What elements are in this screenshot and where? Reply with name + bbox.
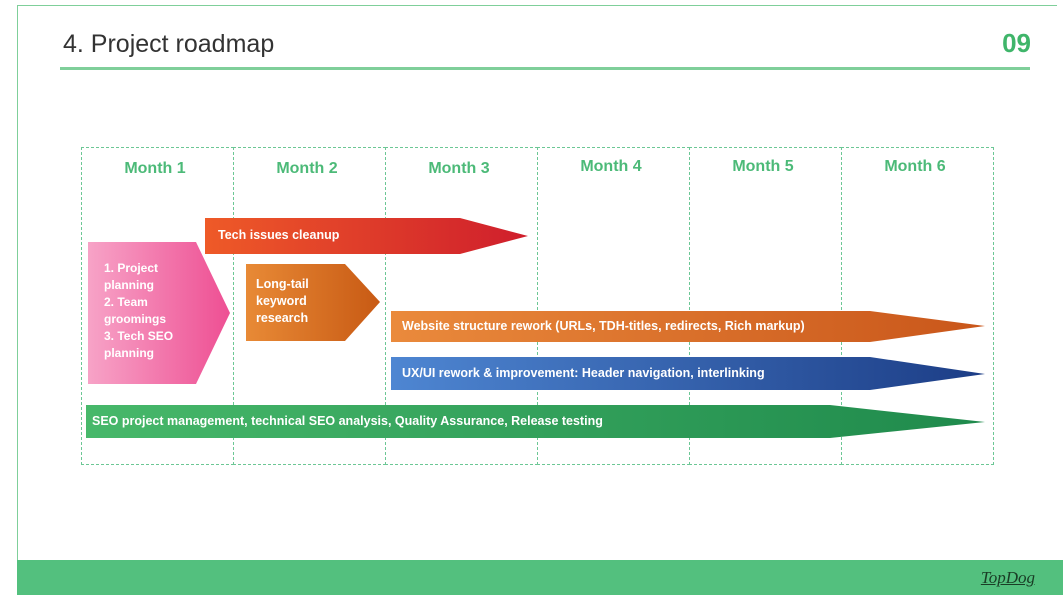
- keyword-arrow: [246, 264, 380, 341]
- tech-cleanup-arrow: [205, 218, 528, 254]
- ux-rework-label: UX/UI rework & improvement: Header navig…: [402, 366, 765, 380]
- month-column-6: [841, 147, 994, 465]
- planning-line-4: groomings: [104, 312, 166, 326]
- ux-rework-arrow: [391, 357, 985, 390]
- planning-line-1: 1. Project: [104, 261, 159, 275]
- slide-border-top: [17, 5, 1057, 6]
- planning-line-5: 3. Tech SEO: [104, 329, 174, 343]
- keyword-line-3: research: [256, 311, 309, 325]
- seo-management-arrow: [86, 405, 985, 438]
- slide-border-left: [17, 5, 18, 595]
- website-rework-arrow: [391, 311, 985, 342]
- tech-cleanup-label: Tech issues cleanup: [218, 228, 340, 242]
- footer-bar: [17, 560, 1063, 595]
- month-label-3: Month 3: [428, 160, 490, 177]
- month-label-4: Month 4: [580, 158, 642, 175]
- topdog-logo: TopDog: [980, 568, 1035, 587]
- page-number: 09: [1002, 28, 1031, 58]
- website-rework-label: Website structure rework (URLs, TDH-titl…: [402, 319, 805, 333]
- title-divider: [60, 67, 1030, 70]
- page-title: 4. Project roadmap: [63, 30, 275, 58]
- planning-line-2: planning: [104, 278, 154, 292]
- planning-label: 1. Project planning 2. Team groomings 3.…: [104, 260, 173, 362]
- keyword-label: Long-tail keyword research: [256, 276, 309, 327]
- planning-line-3: 2. Team: [104, 295, 148, 309]
- keyword-line-2: keyword: [256, 294, 307, 308]
- keyword-line-1: Long-tail: [256, 277, 309, 291]
- planning-arrow: [88, 242, 230, 384]
- month-label-2: Month 2: [276, 160, 338, 177]
- planning-line-6: planning: [104, 346, 154, 360]
- month-label-1: Month 1: [124, 160, 186, 177]
- month-label-6: Month 6: [884, 158, 946, 175]
- month-label-5: Month 5: [732, 158, 794, 175]
- seo-management-label: SEO project management, technical SEO an…: [92, 414, 603, 428]
